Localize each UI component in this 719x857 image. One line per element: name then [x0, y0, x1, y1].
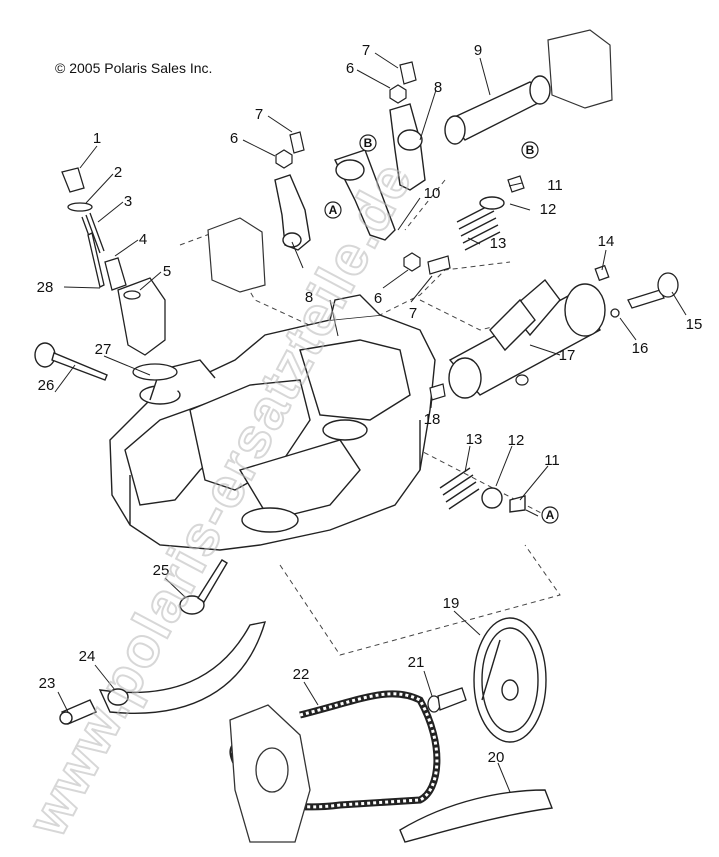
callout-22: 22 [293, 666, 310, 683]
callout-16: 16 [632, 340, 649, 357]
callout-5: 5 [163, 263, 171, 280]
callout-1: 1 [93, 130, 101, 147]
copyright-text: © 2005 Polaris Sales Inc. [55, 60, 213, 76]
svg-text:B: B [526, 143, 535, 157]
callout-15: 15 [686, 316, 703, 333]
callout-7-low: 7 [409, 305, 417, 322]
callout-8-top: 8 [434, 79, 442, 96]
callout-13-low: 13 [466, 431, 483, 448]
callout-12-top: 12 [540, 201, 557, 218]
callout-numbers: 1 2 3 4 5 6 6 6 7 7 7 8 8 9 10 11 11 12 … [37, 42, 703, 766]
sprocket-bolt [427, 687, 467, 713]
callout-20: 20 [488, 749, 505, 766]
tensioner-stack [61, 167, 178, 381]
callout-12-low: 12 [508, 432, 525, 449]
valve-spring-upper [456, 196, 505, 251]
callout-3: 3 [124, 193, 132, 210]
svg-text:A: A [546, 508, 555, 522]
leader-lines [54, 52, 687, 793]
rocker-support-upper [207, 29, 613, 293]
ref-b-marker-1: B [359, 134, 377, 152]
callout-17: 17 [559, 347, 576, 364]
callout-6-low: 6 [374, 290, 382, 307]
callout-8-low: 8 [305, 289, 313, 306]
callout-7-mid: 7 [255, 106, 263, 123]
nuts-and-studs [275, 61, 529, 401]
svg-text:B: B [364, 136, 373, 150]
callout-19: 19 [443, 595, 460, 612]
callout-10: 10 [424, 185, 441, 202]
ref-a-marker-1: A [324, 201, 342, 219]
rocker-arms [274, 103, 426, 251]
callout-24: 24 [79, 648, 96, 665]
callout-14: 14 [598, 233, 615, 250]
crankcase-section [229, 704, 311, 843]
callout-11-low: 11 [544, 452, 560, 469]
callout-18: 18 [424, 411, 441, 428]
chain-guide-upper [59, 621, 266, 725]
callout-27: 27 [95, 341, 112, 358]
callout-28: 28 [37, 279, 54, 296]
callout-9: 9 [474, 42, 482, 59]
callout-4: 4 [139, 231, 147, 248]
ref-a-marker-2: A [541, 506, 559, 524]
chain-guide-lower [399, 789, 553, 843]
callout-21: 21 [408, 654, 425, 671]
exhaust-valve [179, 559, 228, 615]
callout-7-top: 7 [362, 42, 370, 59]
valve-spring-lower [439, 467, 526, 513]
callout-25: 25 [153, 562, 170, 579]
callout-11-top: 11 [547, 177, 563, 194]
cylinder-head [109, 294, 436, 551]
callout-6-top: 6 [346, 60, 354, 77]
intake-valve [34, 342, 108, 381]
ref-b-marker-2: B [521, 141, 539, 159]
reference-markers: A B B A [324, 134, 559, 524]
callout-2: 2 [114, 164, 122, 181]
callout-26: 26 [38, 377, 55, 394]
svg-text:A: A [329, 203, 338, 217]
camshaft [448, 278, 606, 399]
cam-sprocket [473, 617, 547, 743]
callout-13-top: 13 [490, 235, 507, 252]
callout-23: 23 [39, 675, 56, 692]
callout-6-mid: 6 [230, 130, 238, 147]
rocker-shaft [444, 75, 551, 145]
camshaft-pin-parts [594, 264, 679, 318]
